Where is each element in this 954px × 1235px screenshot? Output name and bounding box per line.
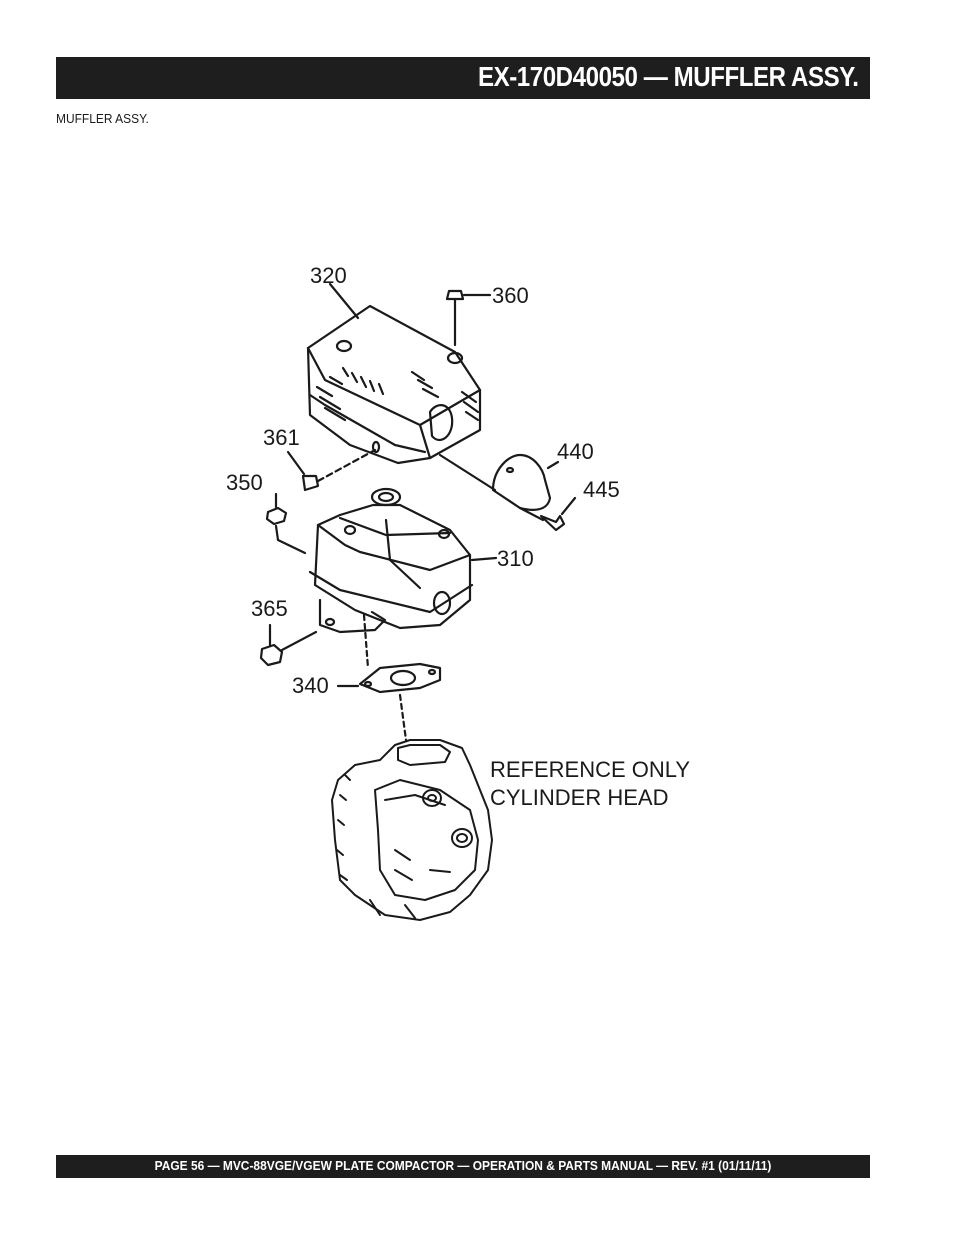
spark-arrester-440 bbox=[438, 453, 560, 522]
muffler-body-310 bbox=[308, 487, 498, 634]
cylinder-head-reference bbox=[331, 739, 493, 921]
nut-350 bbox=[265, 492, 307, 555]
page-title: EX-170D40050 — MUFFLER ASSY. bbox=[477, 61, 858, 92]
callout-360: 360 bbox=[492, 283, 529, 308]
section-subtitle: MUFFLER ASSY. bbox=[56, 111, 149, 126]
bolt-360 bbox=[445, 289, 492, 347]
gasket-340 bbox=[336, 613, 442, 742]
muffler-cover-320 bbox=[306, 282, 482, 465]
footer-bar: PAGE 56 — MVC-88VGE/VGEW PLATE COMPACTOR… bbox=[56, 1155, 870, 1178]
header-bar: EX-170D40050 — MUFFLER ASSY. bbox=[56, 57, 870, 99]
callout-320: 320 bbox=[310, 263, 347, 288]
cylinder-head-label: CYLINDER HEAD bbox=[490, 785, 668, 810]
callout-361: 361 bbox=[263, 425, 300, 450]
callout-350: 350 bbox=[226, 470, 263, 495]
bolt-365 bbox=[259, 623, 318, 667]
callout-340: 340 bbox=[292, 673, 329, 698]
footer-text: PAGE 56 — MVC-88VGE/VGEW PLATE COMPACTOR… bbox=[154, 1158, 772, 1173]
callout-440: 440 bbox=[557, 439, 594, 464]
callout-310: 310 bbox=[497, 546, 534, 571]
screw-361 bbox=[286, 448, 377, 492]
callout-445: 445 bbox=[583, 477, 620, 502]
reference-only-label: REFERENCE ONLY bbox=[490, 757, 690, 782]
callout-365: 365 bbox=[251, 596, 288, 621]
muffler-exploded-diagram: 320 360 361 350 440 445 310 365 340 REFE… bbox=[226, 263, 690, 921]
screw-445 bbox=[539, 496, 577, 532]
